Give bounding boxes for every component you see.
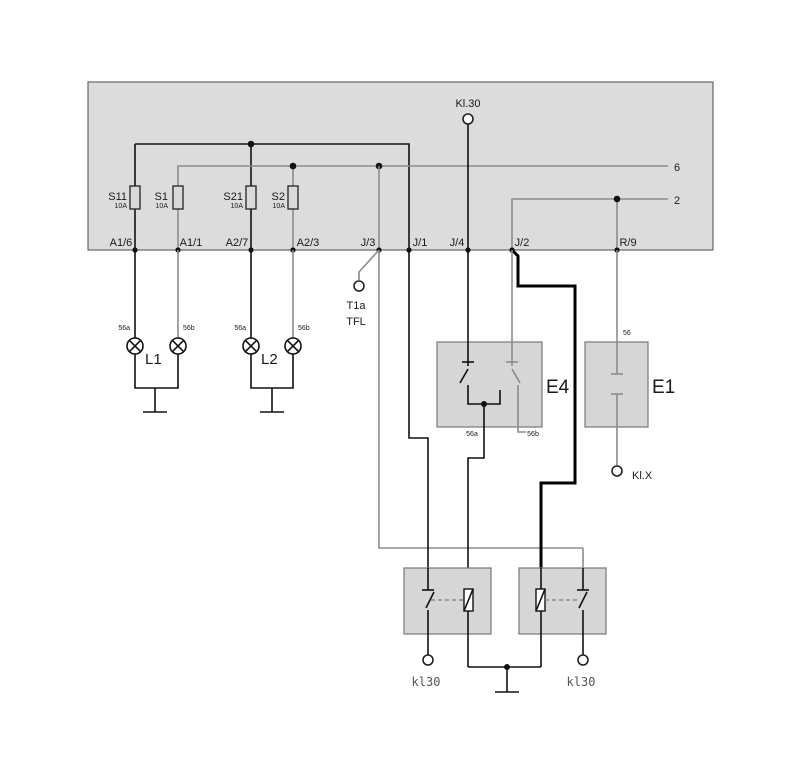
pin-label: A1/6 xyxy=(110,237,133,249)
lamp-icon xyxy=(242,337,260,355)
fuse-label: S2 xyxy=(272,191,285,203)
relay-contact-icon xyxy=(422,568,435,655)
lamp-icon xyxy=(126,337,144,355)
lamp-group-label: L1 xyxy=(145,351,162,368)
klx-label: Kl.X xyxy=(632,470,653,482)
pin-label: A1/1 xyxy=(180,237,203,249)
lamp-pin-label: 56a xyxy=(118,325,130,332)
grey-line-6 xyxy=(177,165,668,186)
pin-label: J/2 xyxy=(515,237,530,249)
lamp-return xyxy=(134,354,179,389)
e4-out-label: 56a xyxy=(466,431,478,438)
relay-coil-icon xyxy=(463,588,474,612)
e4-out-label: 56b xyxy=(527,431,539,438)
terminal-kl30 xyxy=(462,113,474,125)
black-supply-bus xyxy=(135,143,410,250)
relay-right-box xyxy=(518,567,607,635)
fuse-s2 xyxy=(287,185,299,210)
relay-left-box xyxy=(403,567,492,635)
fuse-s21 xyxy=(245,185,257,210)
switch-contact-icon xyxy=(459,361,474,390)
tfl-label-1: T1a xyxy=(347,300,367,312)
pin-label: R/9 xyxy=(619,237,636,249)
fuse-rating: 10A xyxy=(115,203,128,210)
junction-node xyxy=(247,140,255,148)
lamp-pin-label: 56b xyxy=(183,325,195,332)
fuse-rating: 10A xyxy=(273,203,286,210)
terminal-kl30-right xyxy=(577,654,589,666)
fuse-label: S11 xyxy=(108,191,127,203)
relay-coil-icon xyxy=(535,588,546,612)
terminal-tfl xyxy=(353,280,365,292)
e4-label: E4 xyxy=(546,377,570,398)
junction-node xyxy=(289,162,297,170)
bus-label-2: 2 xyxy=(674,195,680,207)
tfl-label-2: TFL xyxy=(346,316,366,328)
wire-e4-56a xyxy=(467,404,485,568)
pin-label: J/3 xyxy=(361,237,376,249)
fuse-rating: 10A xyxy=(156,203,169,210)
wire-j2-relay xyxy=(510,248,577,568)
kl30-left-label: kl30 xyxy=(412,675,441,689)
lamp-icon xyxy=(169,337,187,355)
terminal-kl30-left xyxy=(422,654,434,666)
bus-label-6: 6 xyxy=(674,162,680,174)
fuse-s1 xyxy=(172,185,184,210)
lamp-pin-label: 56a xyxy=(234,325,246,332)
kl30-right-label: kl30 xyxy=(567,675,596,689)
fuse-label: S1 xyxy=(155,191,168,203)
junction-node xyxy=(613,195,621,203)
wire-j1-relay xyxy=(408,250,429,568)
fuse-s11 xyxy=(129,185,141,210)
lamp-icon xyxy=(284,337,302,355)
switch-e4-box xyxy=(436,341,543,428)
lamp-pin-label: 56b xyxy=(298,325,310,332)
grey-relay-bus xyxy=(378,250,583,549)
terminal-klx xyxy=(611,465,623,477)
pin-label: A2/3 xyxy=(297,237,320,249)
pin-label: J/4 xyxy=(450,237,465,249)
fuse-label: S21 xyxy=(223,191,243,203)
switch-contact-icon xyxy=(506,361,521,390)
e1-in-label: 56 xyxy=(623,330,631,337)
kl30-label: Kl.30 xyxy=(455,98,480,110)
wire-tfl xyxy=(358,249,380,280)
lamp-group-label: L2 xyxy=(261,351,278,368)
wire-e4-56b xyxy=(517,390,526,433)
relay-contact-icon xyxy=(577,548,589,655)
e1-label: E1 xyxy=(652,377,675,398)
pin-label: A2/7 xyxy=(226,237,249,249)
pin-label: J/1 xyxy=(413,237,428,249)
fuse-rating: 10A xyxy=(231,203,244,210)
